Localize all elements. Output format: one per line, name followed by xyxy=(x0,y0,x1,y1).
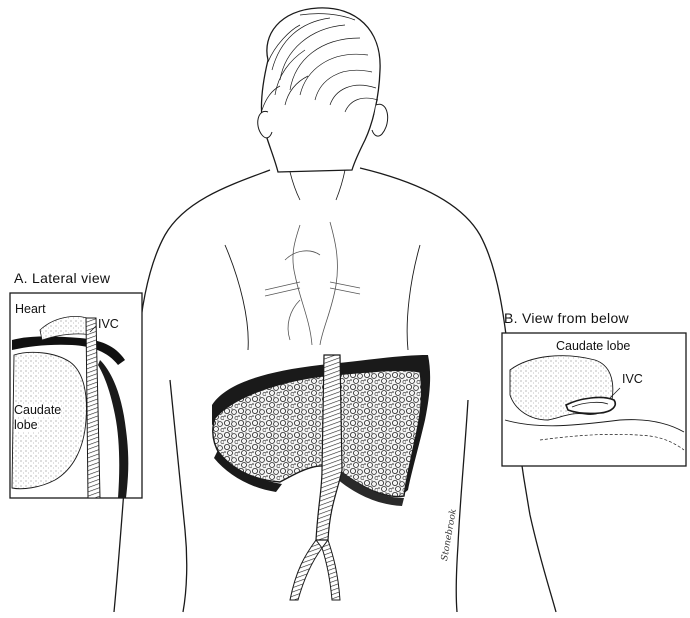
below-view-title: B. View from below xyxy=(504,311,629,326)
label-ivc-lateral: IVC xyxy=(98,318,119,331)
head xyxy=(258,8,388,200)
label-caudate-lateral: Caudate xyxy=(14,404,61,417)
lateral-view-title: A. Lateral view xyxy=(14,271,110,286)
label-lobe-lateral: lobe xyxy=(14,419,38,432)
label-caudate-below: Caudate lobe xyxy=(556,340,630,353)
label-heart: Heart xyxy=(15,303,46,316)
thoracic-vessels xyxy=(265,222,360,345)
inset-lateral-view xyxy=(10,293,142,498)
label-ivc-below: IVC xyxy=(622,373,643,386)
